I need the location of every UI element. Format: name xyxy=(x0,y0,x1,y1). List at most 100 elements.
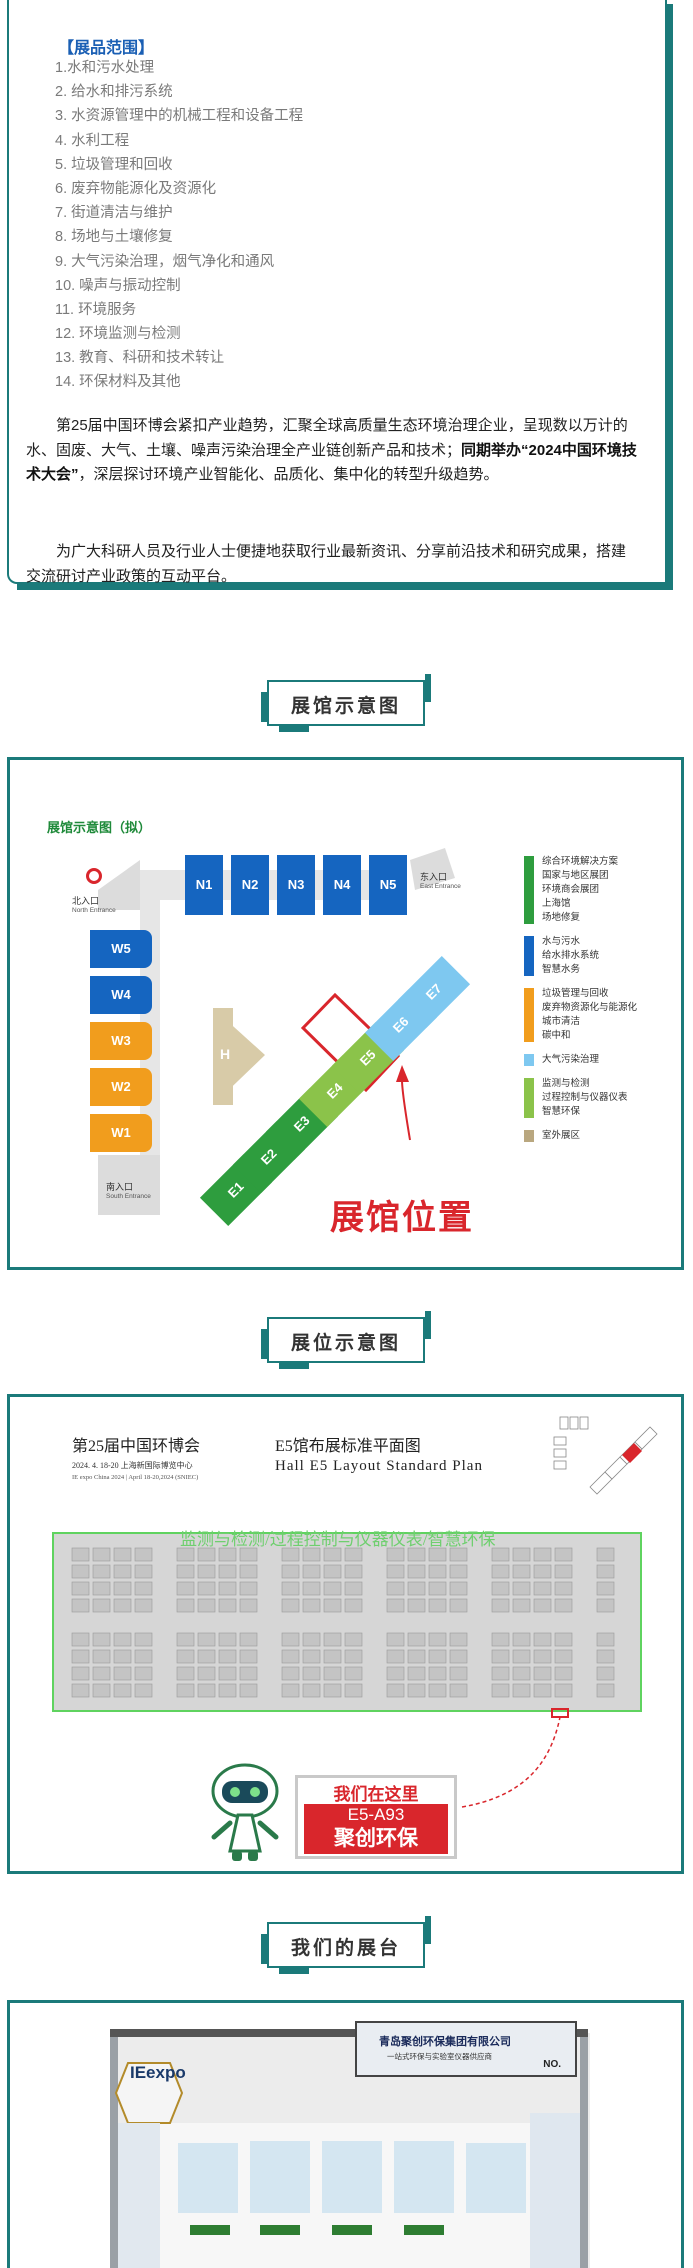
hall-location-text: 展馆位置 xyxy=(330,1199,474,1237)
hall-map-title: 展馆示意图（拟） xyxy=(47,820,152,835)
scope-item: 5. 垃圾管理和回收 xyxy=(55,156,173,173)
plan-title: E5馆布展标准平面图 Hall E5 Layout Standard Plan xyxy=(275,1432,483,1475)
scope-item: 6. 废弃物能源化及资源化 xyxy=(55,180,217,197)
legend-color-bar xyxy=(524,988,534,1042)
booth-map-heading: 展位示意图 xyxy=(261,1311,431,1369)
intro-paragraph-1: 第25届中国环博会紧扣产业趋势，汇聚全球高质量生态环境治理企业，呈现数以万计的水… xyxy=(26,414,638,488)
east-entrance-label: 东入口 xyxy=(420,872,448,882)
iexpo-logo: IEexpo xyxy=(130,2063,186,2082)
hall-w1: W1 xyxy=(90,1114,152,1152)
legend-text: 室外展区 xyxy=(542,1130,581,1141)
booth-no-label: NO. xyxy=(543,2059,561,2070)
hall-legend: 综合环境解决方案国家与地区展团环境商会展团上海馆场地修复水与污水给水排水系统智慧… xyxy=(524,855,637,1153)
booth-location-callout: 我们在这里 E5-A93 聚创环保 xyxy=(295,1775,457,1859)
booth-slogan: 一站式环保与实验室仪器供应商 xyxy=(387,2052,492,2061)
legend-color-bar xyxy=(524,1130,534,1142)
legend-text: 智慧环保 xyxy=(542,1106,581,1117)
hall-n2: N2 xyxy=(231,855,269,915)
mascot-robot xyxy=(211,1763,279,1861)
scope-item: 14. 环保材料及其他 xyxy=(55,374,181,391)
legend-text: 综合环境解决方案 xyxy=(542,856,619,867)
north-entrance: 北入口 North Entrance xyxy=(72,868,116,914)
legend-text: 大气污染治理 xyxy=(542,1054,600,1065)
legend-text: 城市清洁 xyxy=(542,1016,581,1027)
hall-e5-plan xyxy=(52,1532,642,1712)
booth-number-badge: E5-A93 聚创环保 xyxy=(304,1804,448,1854)
legend-color-bar xyxy=(524,1054,534,1066)
south-entrance: 南入口 South Entrance xyxy=(106,1180,151,1200)
south-entrance-en: South Entrance xyxy=(106,1193,151,1200)
event-date-en: IE expo China 2024 | April 18-20,2024 (S… xyxy=(72,1474,199,1481)
east-entrance: 东入口 East Entrance xyxy=(420,870,461,890)
scope-item: 8. 场地与土壤修复 xyxy=(55,229,173,246)
legend-text: 国家与地区展团 xyxy=(542,870,609,881)
metro-icon xyxy=(86,868,102,884)
legend-text: 废弃物资源化与能源化 xyxy=(542,1002,638,1013)
scope-item: 4. 水利工程 xyxy=(55,132,130,149)
hall-n3: N3 xyxy=(277,855,315,915)
plan-zone-label: 监测与检测/过程控制与仪器仪表/智慧环保 xyxy=(180,1530,496,1549)
hall-w4: W4 xyxy=(90,976,152,1014)
event-date-cn: 2024. 4. 18-20 上海新国际博览中心 xyxy=(72,1461,193,1470)
hall-map-panel: 展馆示意图（拟） H 北入口 North Entrance 东入口 East E… xyxy=(7,757,684,1270)
legend-text: 垃圾管理与回收 xyxy=(542,988,609,999)
legend-color-bar xyxy=(524,936,534,976)
scope-title: 【展品范围】 xyxy=(58,40,155,57)
legend-item: 综合环境解决方案国家与地区展团环境商会展团上海馆场地修复 xyxy=(524,855,637,925)
east-entrance-en: East Entrance xyxy=(420,883,461,890)
booth-company-name: 青岛聚创环保集团有限公司 xyxy=(379,2036,511,2048)
hall-map-heading-text: 展馆示意图 xyxy=(290,696,401,717)
legend-text: 环境商会展团 xyxy=(542,884,600,895)
legend-text: 监测与检测 xyxy=(542,1078,590,1089)
scope-item: 9. 大气污染治理，烟气净化和通风 xyxy=(55,253,275,270)
callout-arrow xyxy=(461,1708,569,1808)
hall-n4: N4 xyxy=(323,855,361,915)
p1-text-end: ，深层探讨环境产业智能化、品质化、集中化的转型升级趋势。 xyxy=(78,466,499,483)
intro-card xyxy=(7,0,673,590)
legend-text: 过程控制与仪器仪表 xyxy=(542,1092,628,1103)
booth-number: E5-A93 xyxy=(347,1805,405,1824)
hall-n1: N1 xyxy=(185,855,223,915)
legend-color-bar xyxy=(524,856,534,924)
scope-item: 1.水和污水处理 xyxy=(55,60,155,76)
p1-text: 第25届中国环博会紧扣产业趋势，汇聚全球高质量生态环境治理企业，呈现数以万计的水… xyxy=(26,417,628,459)
legend-text: 碳中和 xyxy=(542,1030,571,1041)
floor-plan-panel: 第25届中国环博会 2024. 4. 18-20 上海新国际博览中心 IE ex… xyxy=(7,1394,684,1874)
legend-item: 大气污染治理 xyxy=(524,1053,637,1067)
north-entrance-en: North Entrance xyxy=(72,907,116,914)
our-booth-heading-text: 我们的展台 xyxy=(290,1938,401,1959)
legend-color-bar xyxy=(524,1078,534,1118)
plan-title-en: Hall E5 Layout Standard Plan xyxy=(275,1458,483,1474)
here-title: 我们在这里 xyxy=(333,1785,419,1804)
p1-highlight: 同期举办“2024中国环境技术大会” xyxy=(26,441,637,484)
mini-map-thumbnail xyxy=(553,1416,658,1495)
booth-map-heading-text: 展位示意图 xyxy=(290,1333,401,1354)
hall-map-heading: 展馆示意图 xyxy=(261,674,431,732)
scope-item: 12. 环境监测与检测 xyxy=(55,326,181,343)
company-short-name: 聚创环保 xyxy=(334,1827,418,1850)
hall-w5: W5 xyxy=(90,930,152,968)
booth-render xyxy=(110,2029,590,2268)
legend-item: 垃圾管理与回收废弃物资源化与能源化城市清洁碳中和 xyxy=(524,987,637,1043)
south-entrance-label: 南入口 xyxy=(106,1182,134,1192)
hall-n5: N5 xyxy=(369,855,407,915)
legend-text: 场地修复 xyxy=(542,912,581,923)
our-booth-heading: 我们的展台 xyxy=(261,1916,431,1974)
scope-item: 13. 教育、科研和技术转让 xyxy=(55,350,225,367)
plan-title-cn: E5馆布展标准平面图 xyxy=(275,1438,421,1455)
plan-booth-grid xyxy=(71,1547,615,1698)
event-info: 第25届中国环博会 2024. 4. 18-20 上海新国际博览中心 IE ex… xyxy=(72,1432,200,1481)
booth-sign: 青岛聚创环保集团有限公司 一站式环保与实验室仪器供应商 NO. xyxy=(355,2021,577,2077)
north-entrance-label: 北入口 xyxy=(72,896,100,906)
legend-text: 给水排水系统 xyxy=(542,950,600,961)
event-title: 第25届中国环博会 xyxy=(72,1438,201,1455)
legend-text: 智慧水务 xyxy=(542,964,581,975)
scope-item: 2. 给水和排污系统 xyxy=(55,84,173,101)
legend-item: 监测与检测过程控制与仪器仪表智慧环保 xyxy=(524,1077,637,1119)
booth-render-panel: IEexpo 青岛聚创环保集团有限公司 一站式环保与实验室仪器供应商 NO. xyxy=(7,2000,684,2268)
legend-item: 水与污水给水排水系统智慧水务 xyxy=(524,935,637,977)
intro-paragraph-2: 为广大科研人员及行业人士便捷地获取行业最新资讯、分享前沿技术和研究成果，搭建交流… xyxy=(26,543,627,585)
hall-w2: W2 xyxy=(90,1068,152,1106)
legend-item: 室外展区 xyxy=(524,1129,637,1143)
